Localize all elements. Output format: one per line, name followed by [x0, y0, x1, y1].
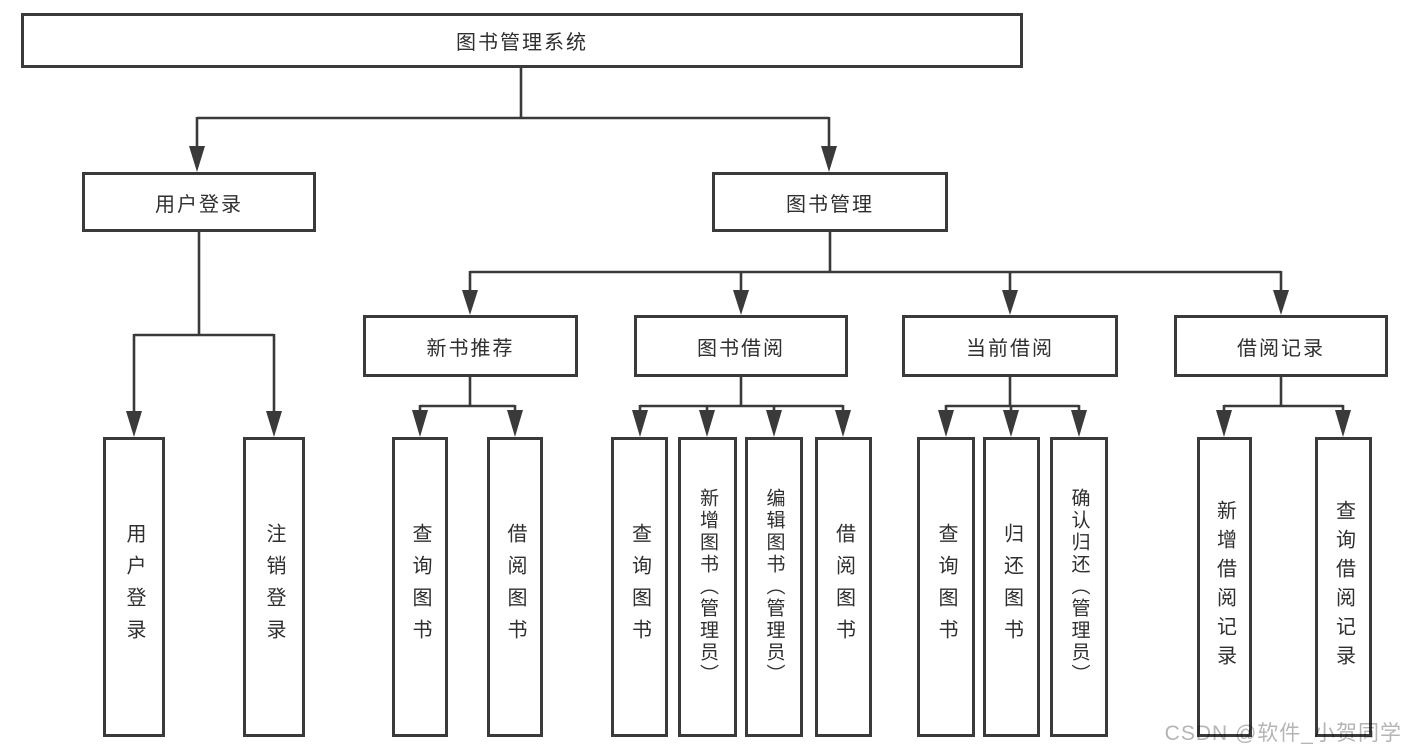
- connectors-book-management: [462, 232, 1289, 315]
- arrowhead: [1216, 410, 1232, 437]
- arrowhead: [699, 410, 715, 437]
- arrowhead: [835, 410, 851, 437]
- node-label: 借阅图书: [504, 523, 526, 651]
- node-current-borrowing: 当前借阅: [902, 315, 1118, 377]
- node-label: 图书借阅: [697, 337, 785, 360]
- arrowhead: [462, 290, 478, 315]
- node-label: 查询图书: [935, 523, 957, 651]
- leaf-user-login: 用户登录: [103, 437, 165, 737]
- leaf-query-books-borrowing: 查询图书: [611, 437, 668, 737]
- leaf-borrow-books-borrowing: 借阅图书: [815, 437, 872, 737]
- node-user-login: 用户登录: [82, 172, 316, 232]
- connectors-user-login: [126, 232, 282, 437]
- leaf-logout: 注销登录: [243, 437, 305, 737]
- connectors-root: [189, 68, 837, 172]
- leaf-borrow-books-recommend: 借阅图书: [487, 437, 543, 737]
- leaf-return-books: 归还图书: [983, 437, 1040, 737]
- arrowhead: [821, 146, 837, 172]
- arrowhead: [189, 146, 205, 172]
- node-label: 图书管理系统: [456, 32, 588, 54]
- leaf-add-books-admin: 新增图书（管理员）: [678, 437, 737, 737]
- leaf-add-borrow-record: 新增借阅记录: [1197, 437, 1252, 737]
- node-label: 确认归还（管理员）: [1068, 488, 1090, 686]
- node-label: 编辑图书（管理员）: [763, 488, 785, 686]
- node-new-book-recommend: 新书推荐: [363, 315, 578, 377]
- node-label: 图书管理: [786, 193, 874, 216]
- node-label: 借阅图书: [832, 523, 855, 651]
- leaf-edit-books-admin: 编辑图书（管理员）: [745, 437, 803, 737]
- node-label: 注销登录: [263, 523, 285, 651]
- node-label: 借阅记录: [1237, 337, 1325, 360]
- arrowhead: [412, 410, 428, 437]
- node-label: 新书推荐: [426, 337, 515, 360]
- node-book-management: 图书管理: [712, 172, 948, 232]
- connectors-borrowing-records: [1216, 377, 1351, 437]
- arrowhead: [266, 411, 282, 437]
- node-label: 归还图书: [1000, 523, 1023, 651]
- connectors-current-borrowing: [938, 377, 1087, 437]
- arrowhead: [126, 411, 142, 437]
- arrowhead: [1002, 290, 1018, 315]
- leaf-query-books-recommend: 查询图书: [392, 437, 448, 737]
- arrowhead: [1003, 410, 1019, 437]
- arrowhead: [507, 410, 523, 437]
- connectors-book-borrowing: [632, 377, 851, 437]
- leaf-query-borrow-record: 查询借阅记录: [1315, 437, 1372, 737]
- arrowhead: [632, 410, 648, 437]
- node-library-system: 图书管理系统: [21, 13, 1023, 68]
- arrowhead: [1335, 410, 1351, 437]
- leaf-query-books-current: 查询图书: [917, 437, 975, 737]
- arrowhead: [733, 290, 749, 315]
- node-label: 查询图书: [628, 523, 651, 651]
- arrowhead: [1071, 410, 1087, 437]
- node-label: 用户登录: [155, 193, 243, 216]
- node-label: 当前借阅: [966, 337, 1054, 360]
- node-label: 新增借阅记录: [1213, 500, 1236, 674]
- arrowhead: [766, 410, 782, 437]
- csdn-watermark: CSDN @软件_小贺同学: [1164, 722, 1402, 745]
- leaf-confirm-return-admin: 确认归还（管理员）: [1050, 437, 1108, 737]
- connectors-new-book-recommend: [412, 377, 523, 437]
- node-label: 查询借阅记录: [1332, 500, 1355, 674]
- node-label: 新增图书（管理员）: [697, 488, 718, 686]
- node-label: 查询图书: [409, 523, 431, 651]
- node-label: 用户登录: [123, 523, 145, 651]
- node-borrowing-records: 借阅记录: [1174, 315, 1388, 377]
- arrowhead: [938, 410, 954, 437]
- node-book-borrowing: 图书借阅: [634, 315, 848, 377]
- arrowhead: [1273, 290, 1289, 315]
